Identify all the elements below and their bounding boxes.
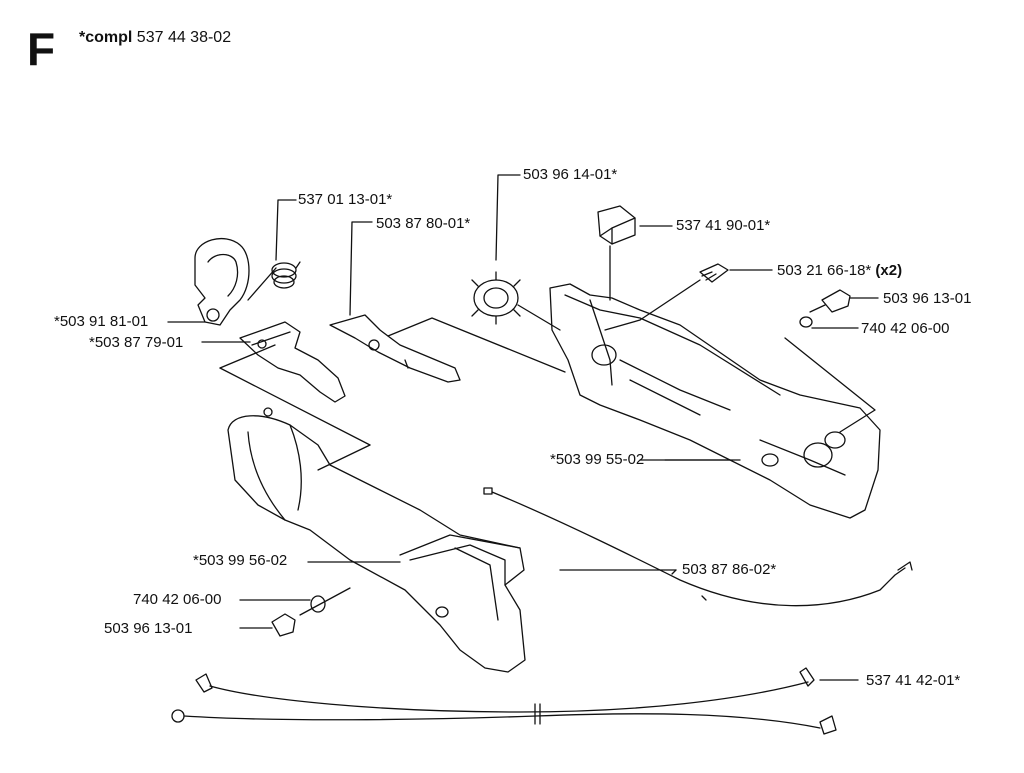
part-label-537011301: 537 01 13-01* <box>298 191 393 208</box>
part-label-503216618: 503 21 66-18* (x2) <box>777 263 902 278</box>
part-label-503961401: 503 96 14-01* <box>523 166 618 183</box>
part-label-503961301-left: 503 96 13-01 <box>104 620 193 637</box>
wire-harness-part <box>171 667 859 735</box>
gear-ring-part <box>471 174 561 331</box>
part-label-503877901: *503 87 79-01 <box>89 334 184 351</box>
quantity: (x2) <box>875 262 903 279</box>
retaining-ring-part <box>167 237 250 326</box>
screw-washer-right-part <box>784 289 879 433</box>
part-label-503918101: *503 91 81-01 <box>54 313 149 330</box>
complete-assembly-number: *compl 537 44 38-02 <box>79 30 231 46</box>
part-label-503961301-right: 503 96 13-01 <box>883 290 972 307</box>
handle-housing-part <box>549 283 881 519</box>
part-label-503878602: 503 87 86-02* <box>682 561 777 578</box>
screw-washer-left-part <box>239 587 351 637</box>
compl-number: 537 44 38-02 <box>136 29 232 46</box>
lower-handle-part <box>227 407 526 673</box>
part-label-740420600-right: 740 42 06-00 <box>861 320 950 337</box>
switch-part <box>597 205 673 301</box>
part-label-503995602: *503 99 56-02 <box>193 552 288 569</box>
part-number: 503 21 66-18* <box>777 262 872 279</box>
part-label-537414201: 537 41 42-01* <box>866 672 961 689</box>
screw-part <box>639 263 773 321</box>
spring-part <box>247 199 301 301</box>
part-label-503878001: 503 87 80-01* <box>376 215 471 232</box>
part-label-503995502: *503 99 55-02 <box>550 451 645 468</box>
throttle-trigger-part <box>201 321 371 471</box>
throttle-cable-part <box>483 487 913 607</box>
section-letter: F <box>27 23 56 75</box>
part-label-537419001: 537 41 90-01* <box>676 217 771 234</box>
lever-part <box>329 221 566 383</box>
compl-label: *compl <box>79 29 133 46</box>
part-label-740420600-left: 740 42 06-00 <box>133 591 222 608</box>
